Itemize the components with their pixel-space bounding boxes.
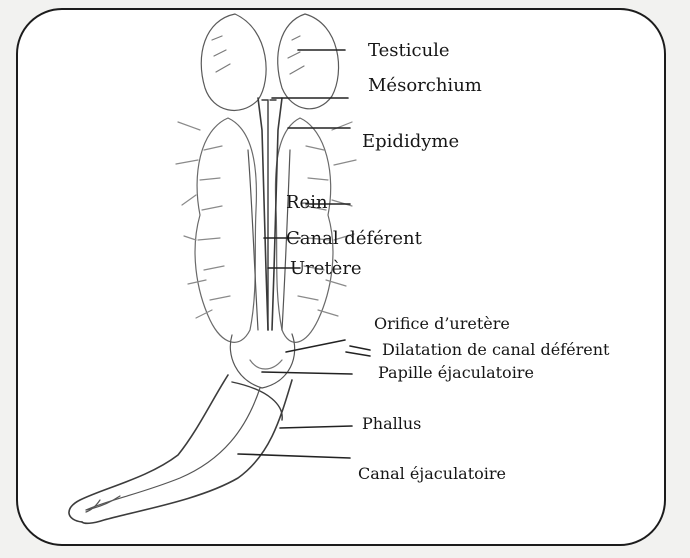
label-orifice-uretere: Orifice d’uretère: [374, 314, 510, 333]
left-testis: [201, 14, 266, 110]
label-rein: Rein: [286, 192, 328, 213]
leader-canal-ejaculatoire: [238, 454, 350, 458]
ejaculatory-canal: [86, 388, 260, 510]
label-canal-deferent: Canal déférent: [286, 228, 422, 249]
label-epididyme: Epididyme: [362, 131, 459, 152]
leader-dilatation: [350, 346, 370, 350]
vas-deferens-right: [272, 98, 282, 330]
phallus-outline-upper: [69, 375, 228, 522]
right-testis: [278, 14, 339, 109]
label-canal-ejaculatoire: Canal éjaculatoire: [358, 464, 506, 483]
label-papille: Papille éjaculatoire: [378, 363, 534, 382]
label-uretere: Uretère: [290, 258, 362, 279]
label-phallus: Phallus: [362, 414, 421, 433]
vas-deferens-left: [258, 98, 268, 330]
cloaca-region: [230, 334, 294, 388]
label-testicule: Testicule: [368, 40, 450, 61]
phallus-outline-lower: [82, 380, 292, 523]
leader-papille: [262, 372, 352, 374]
leader-dilatation-2: [346, 352, 370, 356]
ureter-left: [248, 150, 258, 330]
leader-phallus: [280, 426, 352, 428]
label-mesorchium: Mésorchium: [368, 75, 482, 96]
left-kidney: [195, 118, 256, 342]
label-dilatation: Dilatation de canal déférent: [382, 340, 609, 359]
